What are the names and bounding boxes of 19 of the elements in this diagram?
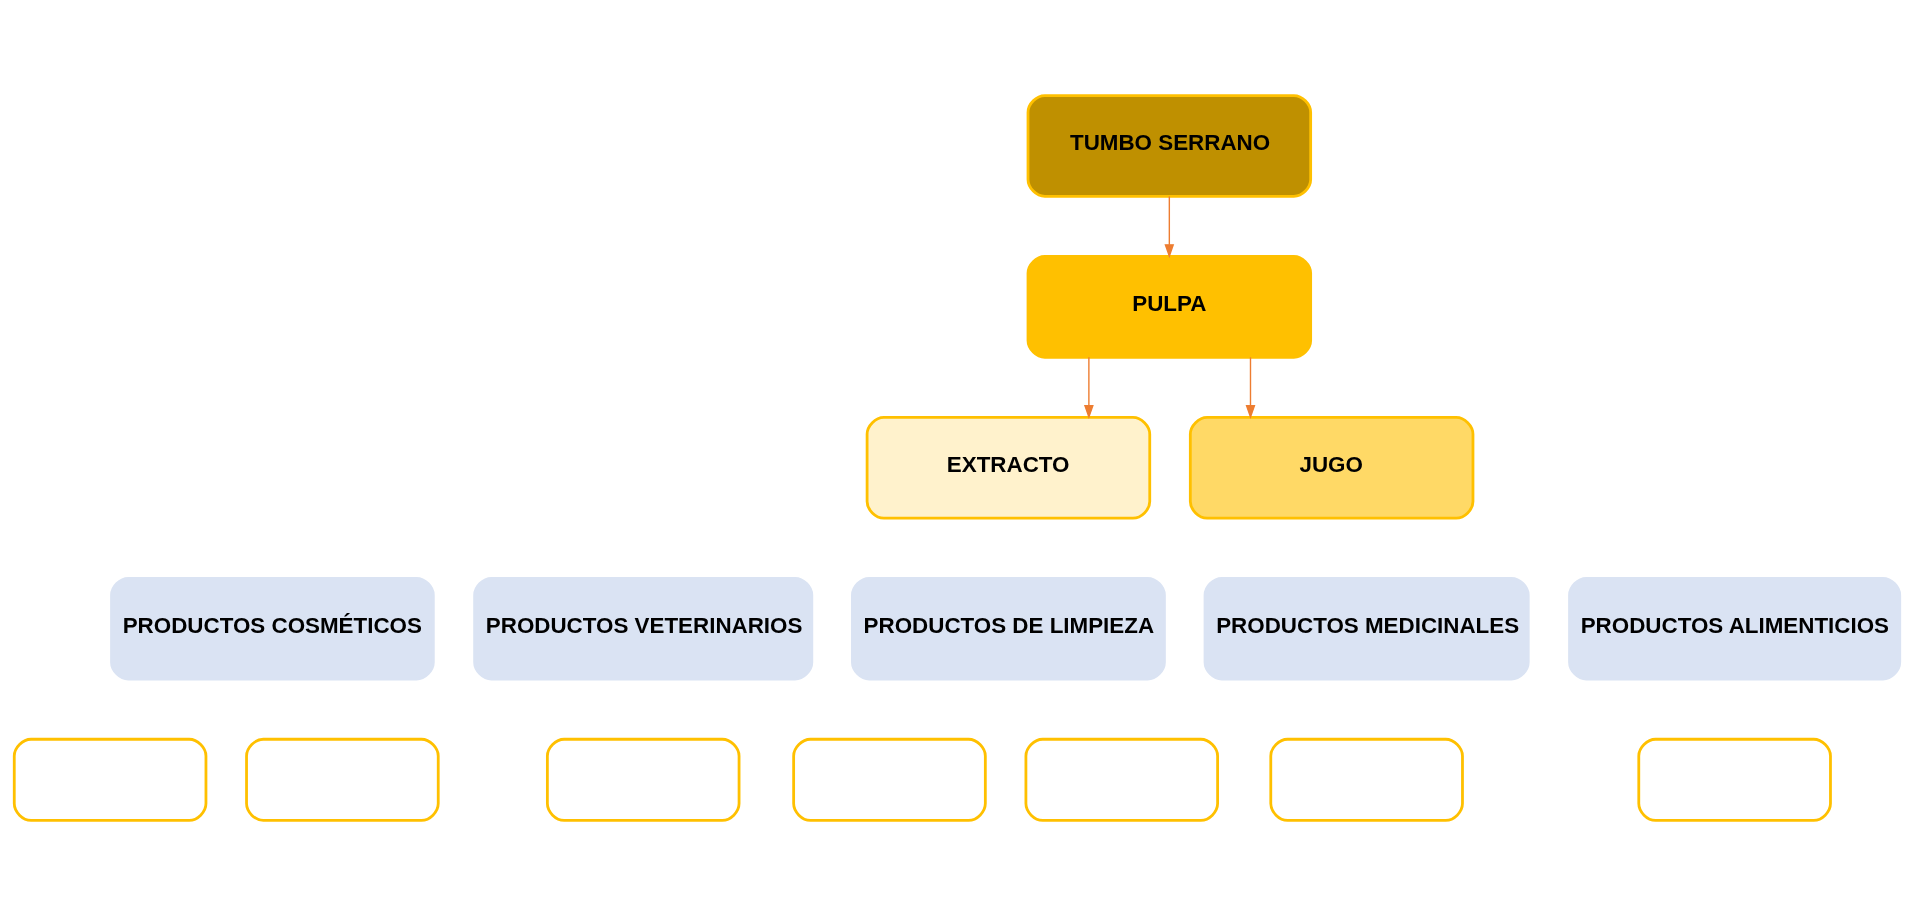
node-box: PULPA bbox=[1026, 254, 1313, 359]
node-box: JUGO bbox=[1188, 415, 1475, 520]
arrow bbox=[1164, 195, 1175, 258]
node-box bbox=[1024, 737, 1219, 822]
node-box bbox=[12, 737, 208, 822]
node-box bbox=[545, 737, 741, 822]
node-box: PRODUCTOS DE LIMPIEZA bbox=[851, 576, 1166, 680]
arrow bbox=[1083, 356, 1094, 419]
node-box: PRODUCTOS VETERINARIOS bbox=[473, 576, 814, 680]
arrow bbox=[1245, 356, 1256, 419]
node-box: PRODUCTOS MEDICINALES bbox=[1203, 576, 1530, 680]
node-box: TUMBO SERRANO bbox=[1026, 93, 1313, 198]
node-box bbox=[792, 737, 987, 822]
node-box: PRODUCTOS ALIMENTICIOS bbox=[1568, 576, 1902, 680]
node-box: EXTRACTO bbox=[865, 415, 1152, 520]
node-box bbox=[245, 737, 440, 822]
node-box bbox=[1637, 737, 1832, 822]
node-box: PRODUCTOS COSMÉTICOS bbox=[110, 576, 435, 680]
node-box bbox=[1269, 737, 1464, 822]
